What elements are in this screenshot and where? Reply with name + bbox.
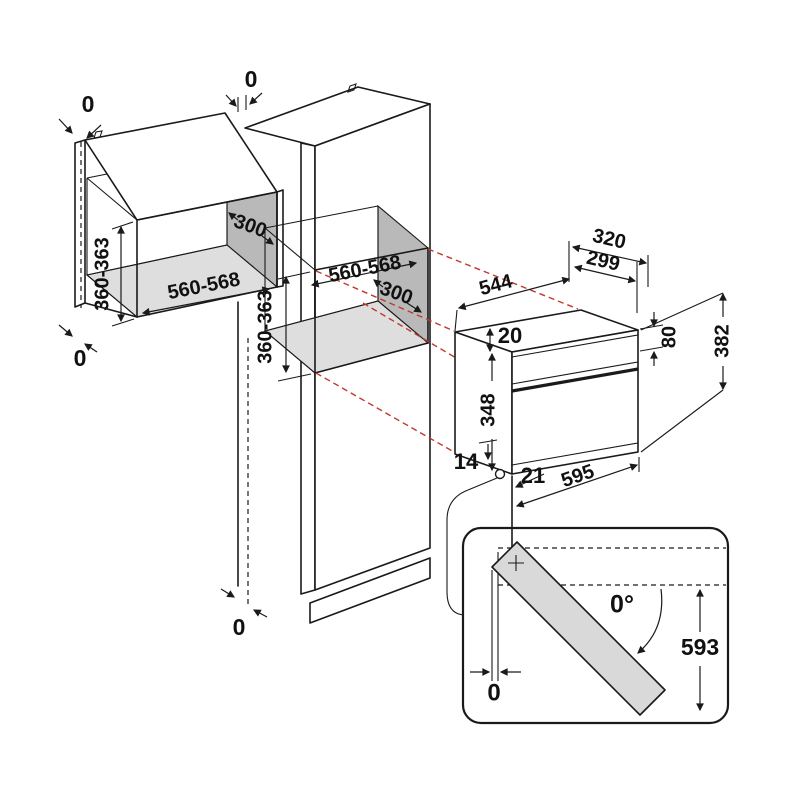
dimension-lines: [58, 92, 727, 618]
dim-oven-top-frame: 20: [498, 323, 522, 348]
oven-door-top-edge: [511, 367, 639, 393]
dim-oven-depth: 544: [477, 270, 516, 300]
dim-door-open-height: 593: [681, 634, 719, 660]
dim-oven-side-offset: 21: [521, 463, 545, 488]
dim-door-open-angle: 0°: [610, 591, 634, 619]
left-wall-cabinet: [74, 112, 284, 318]
door-swing-arc: [637, 588, 663, 654]
left-cabinet-side-edge: [74, 139, 86, 308]
dim-units-top-gap: 0: [245, 66, 258, 92]
hinge-cross-icon: [508, 555, 524, 571]
dim-wall-unit-bottom-gap: 0: [74, 345, 87, 371]
tall-cabinet-top-notch: [347, 83, 357, 93]
oven-door-bottom-line: [511, 442, 639, 466]
dim-oven-panel-height: 80: [658, 326, 680, 348]
tall-cabinet-plinth: [309, 557, 431, 624]
dimension-labels: 0 0 360-363 300 560-568 0 560-568 300 36…: [74, 66, 734, 706]
dim-oven-hinge-offset: 14: [454, 449, 479, 474]
dim-wall-unit-height: 360-363: [91, 237, 113, 310]
dim-oven-total-height: 382: [711, 324, 733, 357]
detail-callout-line: [446, 477, 498, 616]
dim-wall-unit-top-gap: 0: [82, 91, 95, 117]
dim-door-side-clearance: 0: [487, 679, 500, 706]
dim-oven-front-height: 348: [477, 393, 499, 426]
dim-tall-unit-bottom-gap: 0: [233, 614, 246, 640]
hinge-point-marker: [494, 468, 506, 480]
oven-front-face: [511, 329, 639, 475]
dim-tall-unit-height: 360-363: [254, 290, 276, 363]
left-cabinet-top-notch: [93, 130, 103, 139]
oven-control-panel-line: [511, 361, 639, 385]
open-door: [491, 541, 666, 716]
door-swing-inset: [446, 475, 730, 725]
